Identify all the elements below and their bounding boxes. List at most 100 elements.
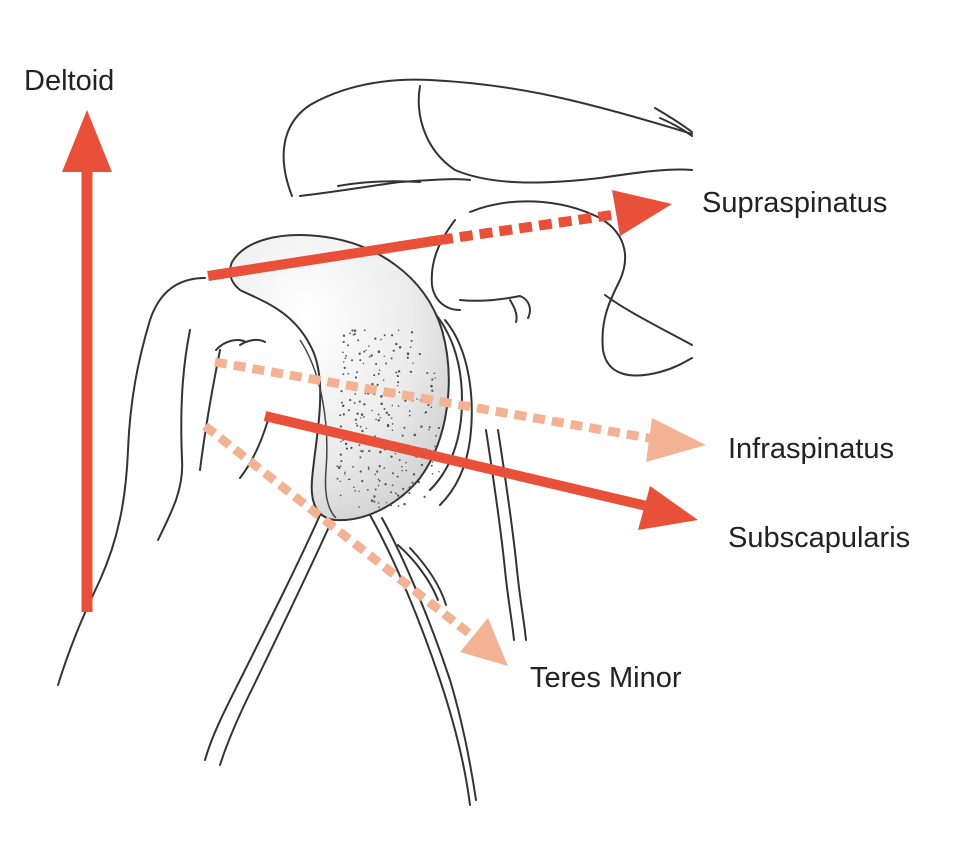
stipple-dot xyxy=(357,339,360,342)
label-subscapularis: Subscapularis xyxy=(728,522,911,554)
stipple-dot xyxy=(406,352,410,355)
stipple-dot xyxy=(358,400,361,403)
stipple-dot xyxy=(386,424,390,428)
stipple-dot xyxy=(378,479,381,482)
stipple-dot xyxy=(437,427,440,430)
stipple-dot xyxy=(373,495,376,498)
stipple-dot xyxy=(353,329,357,332)
stipple-dot xyxy=(408,410,411,412)
stipple-dot xyxy=(345,447,349,450)
stipple-dot xyxy=(397,375,399,377)
stipple-dot xyxy=(398,346,402,349)
stipple-dot xyxy=(355,422,357,425)
stipple-dot xyxy=(395,342,398,346)
stipple-dot xyxy=(356,412,359,415)
stipple-dot xyxy=(339,465,342,467)
stipple-dot xyxy=(377,372,380,375)
stipple-dot xyxy=(401,469,404,472)
stipple-dot xyxy=(354,376,358,379)
stipple-dot xyxy=(374,473,377,476)
stipple-dot xyxy=(365,427,368,430)
stipple-dot xyxy=(405,469,408,472)
stipple-dot xyxy=(358,352,361,355)
stipple-dot xyxy=(394,500,397,502)
stipple-dot xyxy=(433,372,436,375)
stipple-dot xyxy=(397,381,400,384)
stipple-dot xyxy=(383,355,386,357)
stipple-dot xyxy=(362,362,365,365)
stipple-dot xyxy=(368,355,371,358)
stipple-dot xyxy=(341,401,343,404)
infraspinatus-arrow xyxy=(214,357,706,462)
stipple-dot xyxy=(408,492,411,495)
stipple-dot xyxy=(385,411,389,415)
stipple-dot xyxy=(347,409,350,412)
stipple-dot xyxy=(427,404,430,407)
stipple-dot xyxy=(413,433,417,437)
stipple-dot xyxy=(344,357,347,359)
stipple-dot xyxy=(340,460,343,463)
stipple-dot xyxy=(367,489,369,491)
stipple-dot xyxy=(396,385,399,387)
stipple-dot xyxy=(405,461,407,464)
stipple-dot xyxy=(354,489,357,492)
stipple-dot xyxy=(409,346,412,349)
stipple-dot xyxy=(359,425,362,428)
stipple-dot xyxy=(387,413,391,416)
stipple-dot xyxy=(384,483,387,486)
stipple-dot xyxy=(434,377,436,379)
stipple-dot xyxy=(370,499,374,502)
stipple-dot xyxy=(428,428,430,431)
stipple-dot xyxy=(364,392,367,395)
stipple-dot xyxy=(401,465,403,468)
stipple-dot xyxy=(420,463,424,467)
stipple-dot xyxy=(385,362,388,365)
stipple-dot xyxy=(344,442,348,446)
humeral-head xyxy=(229,234,450,522)
stipple-dot xyxy=(424,412,426,414)
stipple-dot xyxy=(383,407,386,410)
stipple-dot xyxy=(383,467,386,469)
stipple-dot xyxy=(428,426,431,429)
stipple-dot xyxy=(336,477,339,480)
stipple-dot xyxy=(410,331,414,334)
humerus-outline xyxy=(57,277,206,686)
stipple-dot xyxy=(380,402,383,406)
stipple-dot xyxy=(389,491,393,494)
stipple-dot xyxy=(344,471,346,474)
stipple-dot xyxy=(352,333,355,336)
stipple-dot xyxy=(360,413,364,416)
stipple-dot xyxy=(339,453,342,456)
stipple-dot xyxy=(371,383,374,386)
stipple-dot xyxy=(375,418,377,421)
stipple-dot xyxy=(431,378,434,381)
stipple-dot xyxy=(379,417,382,419)
stipple-dot xyxy=(377,413,380,416)
stipple-dot xyxy=(430,384,433,388)
stipple-dot xyxy=(397,505,400,507)
label-teres-minor: Teres Minor xyxy=(530,662,682,694)
stipple-dot xyxy=(373,374,376,377)
stipple-dot xyxy=(353,401,356,404)
stipple-dot xyxy=(403,502,406,506)
stipple-dot xyxy=(375,362,378,366)
glenoid-rim xyxy=(429,309,463,491)
stipple-dot xyxy=(374,337,377,340)
stipple-dot xyxy=(420,425,423,428)
stipple-dot xyxy=(360,450,362,452)
stipple-dot xyxy=(391,404,394,407)
stipple-dot xyxy=(394,452,397,455)
stipple-dot xyxy=(346,344,349,347)
stipple-dot xyxy=(370,354,373,357)
stipple-dot xyxy=(347,372,350,375)
stipple-dot xyxy=(396,475,399,478)
stipple-dot xyxy=(361,450,364,453)
stipple-dot xyxy=(434,445,436,448)
stipple-dot xyxy=(397,370,401,373)
stipple-dot xyxy=(396,494,400,497)
stipple-dot xyxy=(363,403,366,406)
stipple-dot xyxy=(377,502,380,504)
stipple-dot xyxy=(353,486,355,489)
stipple-dot xyxy=(411,481,414,484)
stipple-dot xyxy=(343,366,346,370)
